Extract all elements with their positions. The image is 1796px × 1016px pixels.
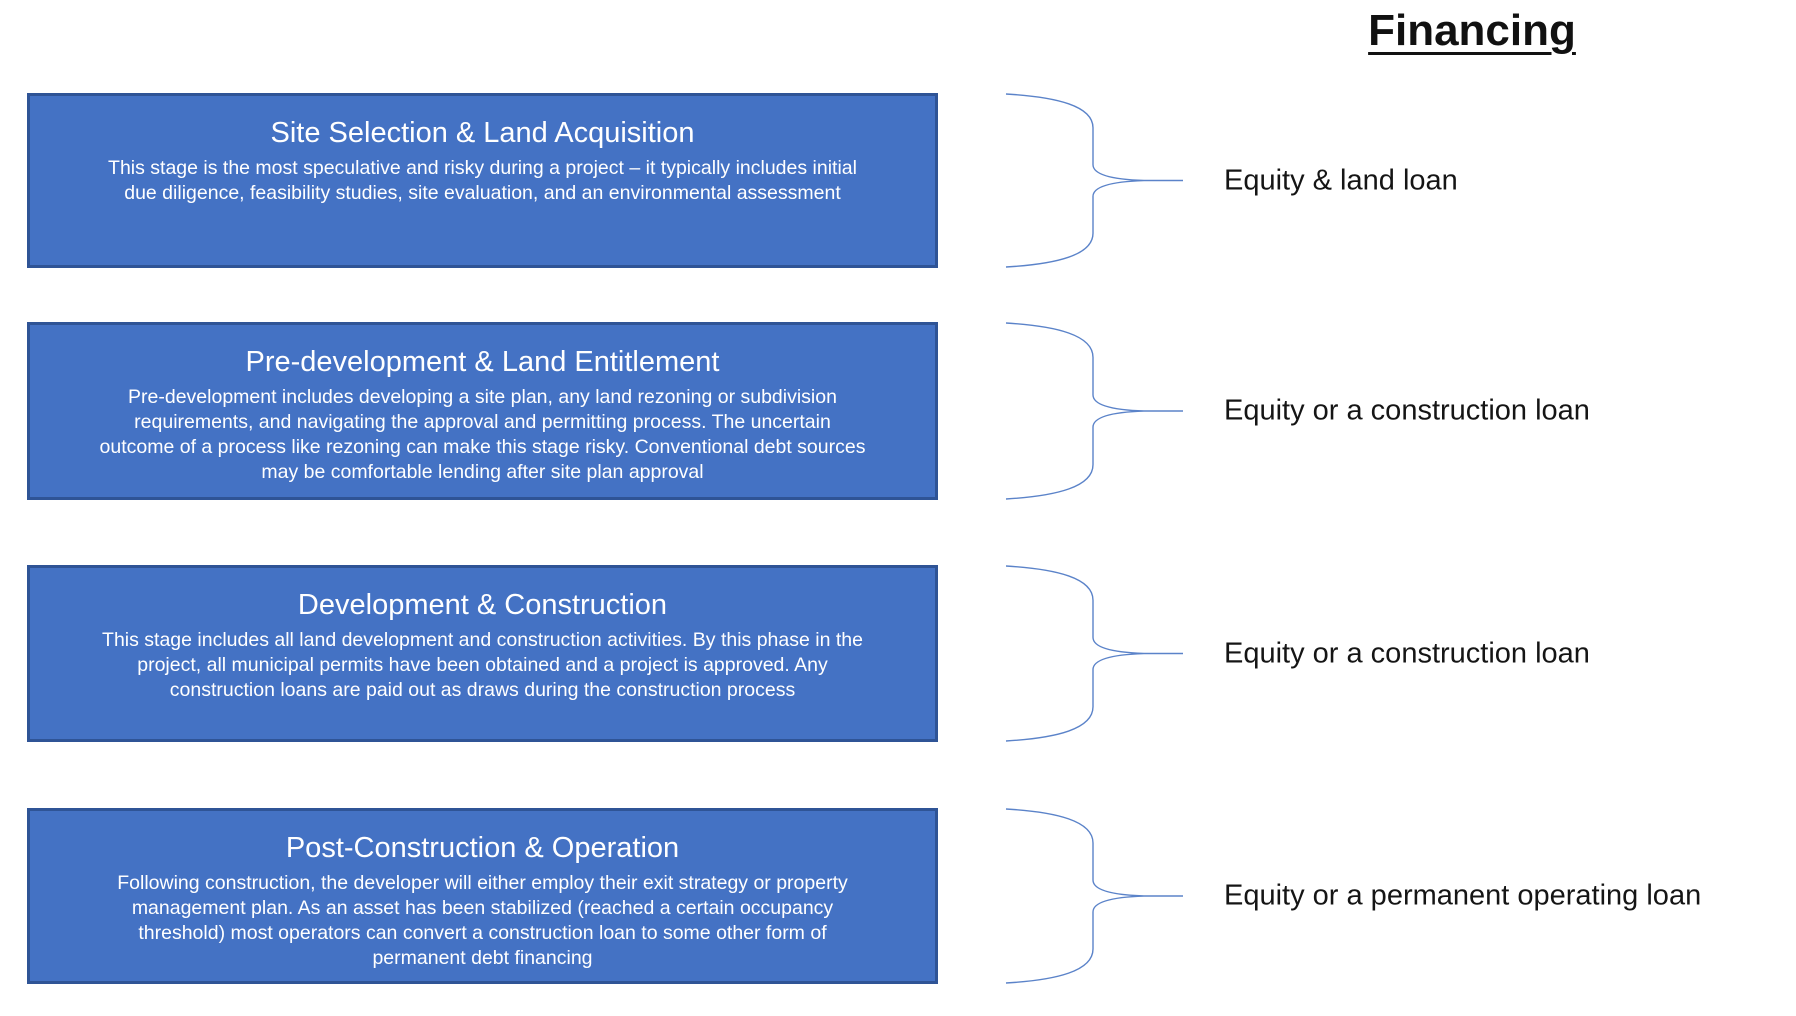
stage-description: Pre-development includes developing a si… [99,386,866,483]
stage-description: Following construction, the developer wi… [117,872,848,969]
stage-row-post-construction: Post-Construction & Operation Following … [0,808,1796,984]
stage-title: Development & Construction [297,589,668,621]
stage-box-site-selection: Site Selection & Land Acquisition This s… [27,93,938,268]
financing-label: Equity or a construction loan [1224,394,1590,427]
right-curly-brace-icon [1005,322,1183,500]
right-curly-brace-icon [1005,565,1183,742]
stage-description: This stage is the most speculative and r… [108,157,857,204]
financing-label: Equity & land loan [1224,164,1458,196]
stage-box-development-construction: Development & Construction This stage in… [27,565,938,742]
stage-title: Post-Construction & Operation [285,832,680,864]
financing-label: Equity or a permanent operating loan [1224,879,1702,912]
financing-label: Equity or a construction loan [1224,637,1590,669]
stage-box-post-construction: Post-Construction & Operation Following … [27,808,938,984]
stage-title: Site Selection & Land Acquisition [270,117,695,149]
stage-title: Pre-development & Land Entitlement [245,346,720,378]
stage-row-pre-development: Pre-development & Land Entitlement Pre-d… [0,322,1796,500]
right-curly-brace-icon [1005,808,1183,984]
right-curly-brace-icon [1005,93,1183,268]
stage-box-pre-development: Pre-development & Land Entitlement Pre-d… [27,322,938,500]
stage-row-development-construction: Development & Construction This stage in… [0,565,1796,742]
financing-header: Financing [1368,6,1576,55]
stage-row-site-selection: Site Selection & Land Acquisition This s… [0,93,1796,268]
stage-description: This stage includes all land development… [102,629,863,701]
